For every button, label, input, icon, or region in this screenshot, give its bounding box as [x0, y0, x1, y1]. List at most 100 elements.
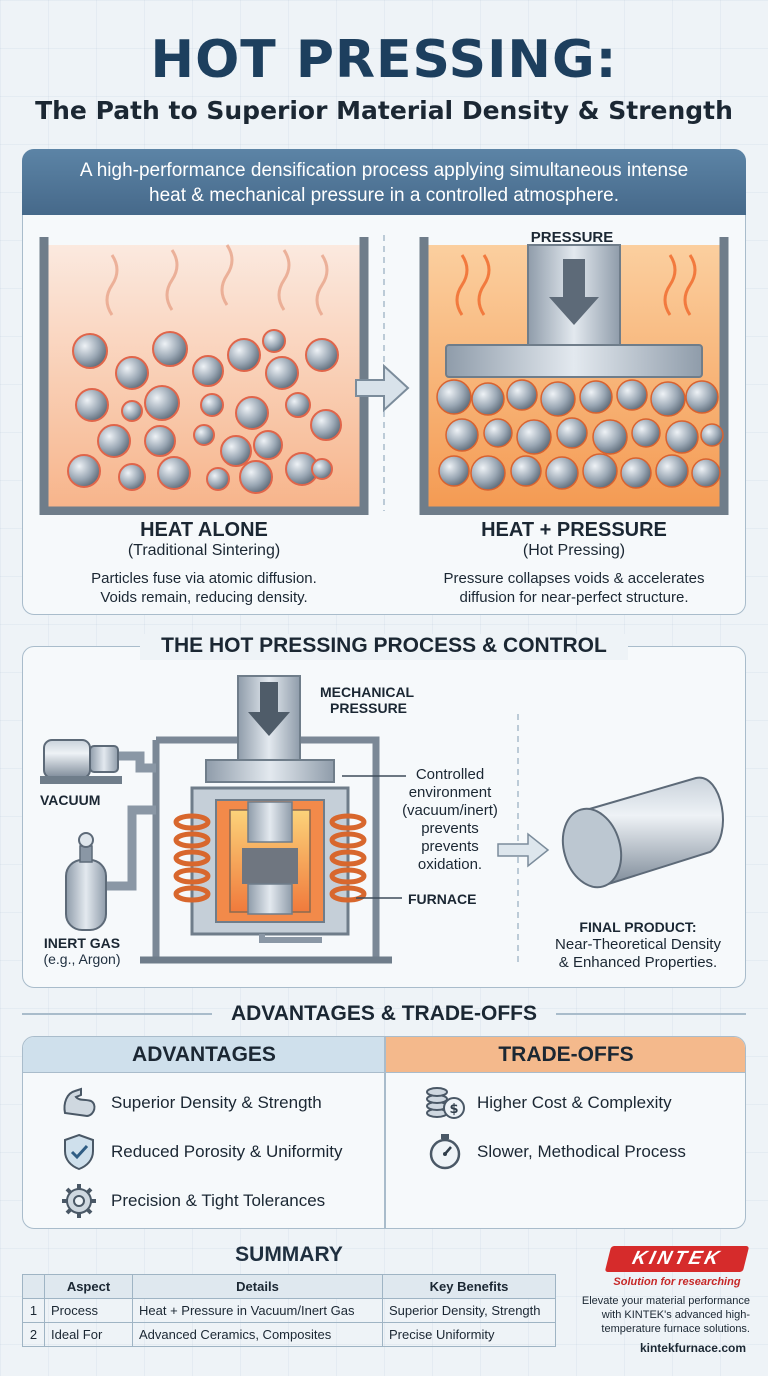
arrow-right-icon: [497, 832, 550, 868]
process-diagram: [40, 675, 724, 966]
env-line-4: prevents: [421, 820, 479, 837]
inert-gas-line-1: INERT GAS: [43, 935, 121, 951]
coins-dollar-icon: $: [426, 1087, 465, 1119]
tradeoff-label: Slower, Methodical Process: [477, 1142, 686, 1161]
hot-pressing-desc-1: Pressure collapses voids & accelerates: [443, 570, 705, 587]
loose-particles: [67, 329, 342, 494]
page-title: HOT PRESSING:: [150, 30, 618, 90]
vacuum-pump-icon: [40, 739, 122, 784]
stopwatch-icon: [429, 1134, 461, 1170]
kintek-promo: Elevate your material performance with K…: [560, 1294, 750, 1336]
mechanical-pressure-label: MECHANICAL PRESSURE: [320, 684, 430, 716]
advantage-item: Superior Density & Strength: [57, 1083, 377, 1123]
intro-banner: A high-performance densification process…: [22, 149, 746, 215]
tradeoffs-rule-left: [22, 1013, 212, 1015]
page-subtitle: The Path to Superior Material Density & …: [35, 96, 733, 125]
env-line-2: environment: [408, 784, 492, 801]
shield-check-icon: [64, 1133, 94, 1171]
heat-wave-icon: [105, 244, 329, 316]
compacted-particles: [436, 379, 724, 491]
tradeoff-item: Slower, Methodical Process: [423, 1132, 743, 1172]
inert-gas-label: INERT GAS (e.g., Argon): [32, 935, 132, 967]
tradeoff-item: $ Higher Cost & Complexity: [423, 1083, 743, 1123]
gear-icon: [62, 1184, 96, 1218]
svg-text:$: $: [449, 1102, 458, 1117]
table-row: 2 Ideal For Advanced Ceramics, Composite…: [22, 1322, 556, 1347]
hot-pressing-desc-2: diffusion for near-perfect structure.: [459, 589, 689, 606]
heat-alone-desc-2: Voids remain, reducing density.: [100, 589, 308, 606]
advantages-header: ADVANTAGES: [23, 1037, 385, 1073]
table-row: 1 Process Heat + Pressure in Vacuum/Iner…: [22, 1298, 556, 1323]
table-cell: 2: [22, 1322, 45, 1347]
final-product-note: FINAL PRODUCT: Near-Theoretical Density …: [536, 918, 740, 972]
powder-sample: [242, 848, 298, 884]
intro-line-1: A high-performance densification process…: [79, 160, 689, 181]
summary-table: Aspect Details Key Benefits 1 Process He…: [22, 1274, 556, 1347]
mech-pressure-line-2: PRESSURE: [330, 700, 408, 716]
tradeoffs-panel: ADVANTAGES TRADE-OFFS Superior Density &…: [22, 1036, 746, 1229]
heat-alone-description: Particles fuse via atomic diffusion. Voi…: [44, 569, 364, 607]
pressure-label: PRESSURE: [530, 229, 614, 246]
table-cell: Advanced Ceramics, Composites: [132, 1322, 383, 1347]
summary-col-details: Details: [132, 1274, 383, 1299]
heat-alone-desc-1: Particles fuse via atomic diffusion.: [91, 570, 317, 587]
tradeoffs-header: TRADE-OFFS: [385, 1037, 745, 1073]
summary-heading: SUMMARY: [235, 1243, 343, 1266]
arrow-right-icon: [355, 363, 410, 413]
summary-col-aspect: Aspect: [44, 1274, 133, 1299]
final-product-line-2: Near-Theoretical Density: [555, 936, 721, 953]
final-product-cylinder: [561, 776, 724, 889]
process-heading-bg: [140, 634, 628, 660]
hot-pressing-subtitle: (Hot Pressing): [522, 542, 626, 559]
kintek-url-link[interactable]: kintekfurnace.com: [639, 1341, 746, 1355]
hot-pressing-description: Pressure collapses voids & accelerates d…: [404, 569, 744, 607]
press-plate: [445, 344, 703, 378]
muscle-arm-icon: [63, 1087, 96, 1118]
inert-gas-line-2: (e.g., Argon): [43, 951, 121, 967]
promo-line-1: Elevate your material performance: [581, 1295, 750, 1307]
advantage-item: Reduced Porosity & Uniformity: [57, 1132, 377, 1172]
heat-alone-subtitle: (Traditional Sintering): [127, 542, 281, 559]
env-line-1: Controlled: [415, 766, 485, 783]
vacuum-label: VACUUM: [40, 792, 101, 808]
promo-line-3: temperature furnace solutions.: [601, 1323, 750, 1335]
table-cell: Superior Density, Strength: [382, 1298, 556, 1323]
env-line-6: oxidation.: [417, 856, 483, 873]
heat-wave-icon: [455, 254, 697, 316]
hot-pressing-title: HEAT + PRESSURE: [481, 519, 667, 541]
controlled-environment-note: Controlled environment (vacuum/inert) pr…: [394, 766, 506, 874]
advantages-list: Superior Density & Strength Reduced Poro…: [57, 1083, 377, 1221]
summary-header-row: Aspect Details Key Benefits: [22, 1274, 556, 1299]
final-product-title: FINAL PRODUCT:: [579, 919, 697, 935]
hot-pressing-container: [419, 237, 729, 515]
env-line-3: (vacuum/inert): [402, 802, 498, 819]
summary-col-benefits: Key Benefits: [382, 1274, 556, 1299]
heating-coil-icon: [173, 813, 367, 903]
advantage-item: Precision & Tight Tolerances: [57, 1181, 377, 1221]
heat-alone-title: HEAT ALONE: [140, 519, 268, 541]
comparison-illustration: [39, 235, 729, 515]
tradeoffs-heading: ADVANTAGES & TRADE-OFFS: [230, 1002, 538, 1025]
kintek-logo: KINTEK: [604, 1246, 750, 1272]
table-cell: Heat + Pressure in Vacuum/Inert Gas: [132, 1298, 383, 1323]
promo-line-2: with KINTEK's advanced high-: [601, 1309, 750, 1321]
final-product-line-3: & Enhanced Properties.: [558, 954, 718, 971]
intro-line-2: heat & mechanical pressure in a controll…: [149, 185, 619, 206]
summary-col-index: [22, 1274, 45, 1299]
kintek-tagline: Solution for researching: [613, 1276, 741, 1288]
mech-pressure-line-1: MECHANICAL: [320, 684, 415, 700]
tradeoffs-divider: [384, 1037, 386, 1228]
env-line-5: prevents: [421, 838, 479, 855]
furnace-label: FURNACE: [408, 891, 477, 907]
table-cell: Ideal For: [44, 1322, 133, 1347]
table-cell: 1: [22, 1298, 45, 1323]
gas-cylinder-icon: [65, 832, 107, 931]
process-heading: THE HOT PRESSING PROCESS & CONTROL: [161, 634, 607, 657]
advantage-label: Precision & Tight Tolerances: [111, 1191, 326, 1210]
arrow-down-icon: [549, 259, 599, 325]
advantage-label: Superior Density & Strength: [111, 1093, 322, 1112]
advantage-label: Reduced Porosity & Uniformity: [111, 1142, 343, 1161]
heat-alone-container: [39, 237, 369, 515]
tradeoffs-rule-right: [556, 1013, 746, 1015]
table-cell: Precise Uniformity: [382, 1322, 556, 1347]
